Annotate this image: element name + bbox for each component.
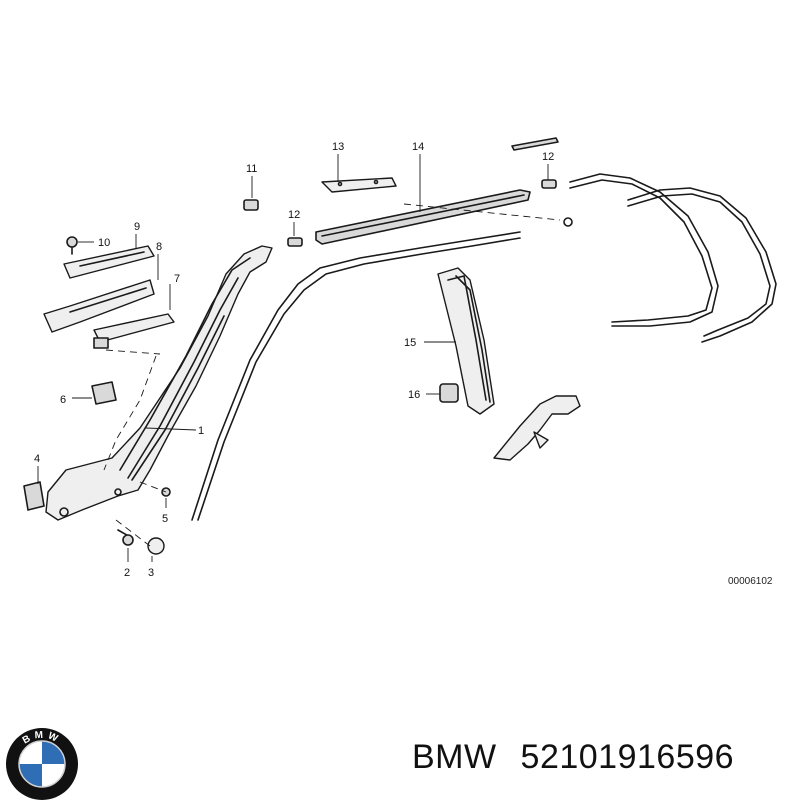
part-6-clip — [91, 381, 117, 405]
part-12-top-strip — [511, 137, 559, 151]
part-1-pillar-trim — [45, 245, 273, 521]
part-14-roof-rail — [315, 189, 531, 245]
part-12-clip-left — [287, 237, 303, 247]
part-7-bracket — [93, 313, 175, 349]
callout-5: 5 — [162, 513, 168, 525]
leader-lines — [37, 154, 549, 562]
assembly-line-2 — [103, 355, 157, 471]
callout-3: 3 — [148, 567, 154, 579]
part-2-screw — [117, 529, 134, 546]
callout-12-left: 12 — [288, 209, 300, 221]
callout-10: 10 — [98, 237, 110, 249]
callout-1: 1 — [198, 425, 204, 437]
diagram-reference-number: 00006102 — [728, 576, 773, 587]
part-11-clip — [243, 199, 259, 211]
part-3-cap — [147, 537, 165, 555]
c-pillar-bracket — [493, 395, 581, 461]
callout-16: 16 — [408, 389, 420, 401]
rear-window-seal-inner — [627, 187, 777, 343]
callout-14: 14 — [412, 141, 424, 153]
callout-9: 9 — [134, 221, 140, 233]
assembly-line-4 — [139, 481, 167, 493]
part-8-lower-trim — [43, 279, 155, 333]
assembly-line-3 — [403, 203, 561, 221]
callout-7: 7 — [174, 273, 180, 285]
callout-11: 11 — [246, 163, 257, 175]
brand-name: BMW — [412, 738, 497, 776]
callout-2: 2 — [124, 567, 130, 579]
callout-6: 6 — [60, 394, 66, 406]
part-13-clip-strip — [321, 177, 397, 193]
callout-8: 8 — [156, 241, 162, 253]
product-caption: BMW 52101916596 — [412, 738, 734, 777]
callout-15: 15 — [404, 337, 416, 349]
screw-small — [563, 217, 573, 227]
door-frame-seal — [191, 231, 521, 521]
part-16-clip — [439, 383, 459, 403]
callout-4: 4 — [34, 453, 40, 465]
rear-window-seal-outer — [569, 173, 719, 327]
part-15-b-pillar-trim — [437, 267, 495, 415]
part-12-clip-right — [541, 179, 557, 189]
callout-12-right: 12 — [542, 151, 554, 163]
part-9-trim-strip — [63, 245, 155, 279]
part-4-clip — [23, 481, 45, 511]
bmw-logo: BMW — [6, 728, 78, 800]
assembly-line-1 — [105, 349, 161, 355]
callout-13: 13 — [332, 141, 344, 153]
part-10-screw — [66, 236, 78, 255]
part-number: 52101916596 — [520, 738, 735, 776]
